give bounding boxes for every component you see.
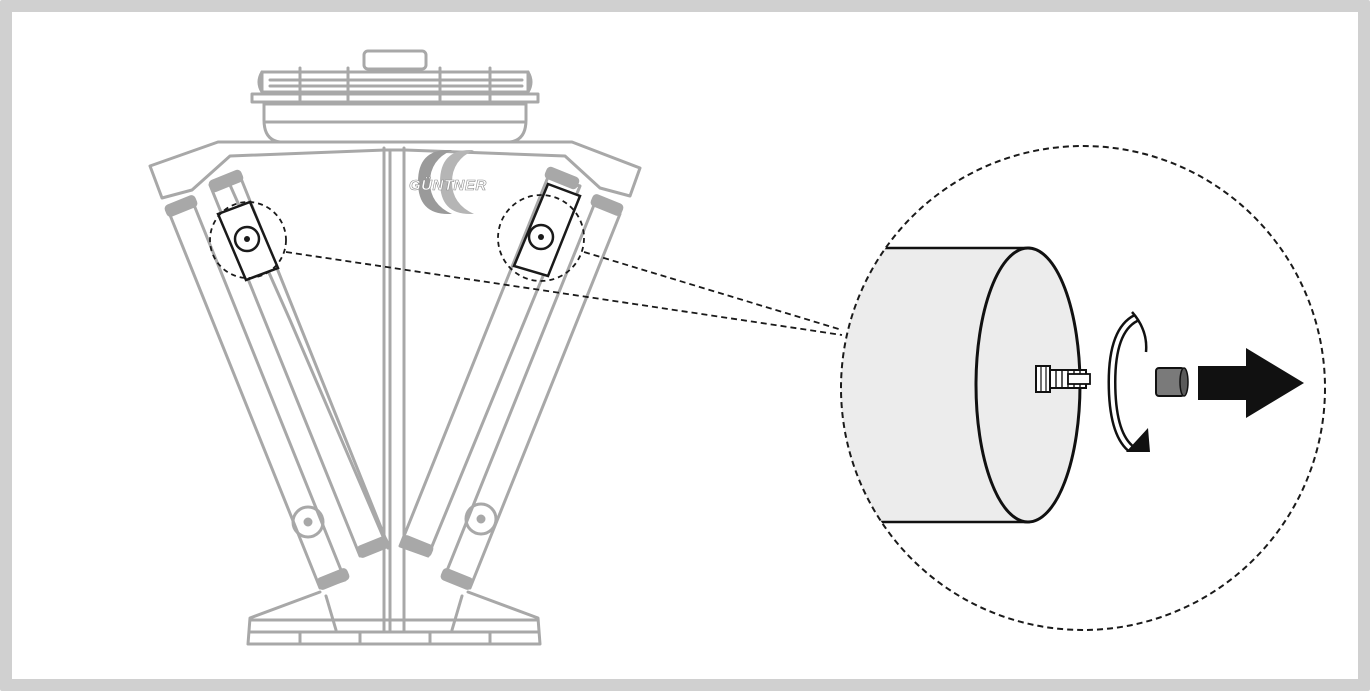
highlighted-valve-left [209,200,287,282]
frame-top [148,140,642,634]
callout-leader-lines [285,251,843,336]
rotate-arrow-icon [1107,311,1150,452]
zoom-circle-border [840,145,1326,631]
pull-out-arrow-icon [1198,348,1304,418]
valve-cap [1155,367,1189,397]
header-pipe-body [841,248,1030,522]
vent-valve-stem [1035,365,1091,393]
fan-housing [250,49,540,144]
guntner-logo: GÜNTNER [409,150,487,214]
zoom-callout [840,145,1326,631]
highlighted-valve-right [497,182,585,282]
unit-base [246,590,542,646]
left-tubes [164,169,390,590]
brand-logo-text: GÜNTNER [409,177,487,194]
bottom-valves [291,502,498,539]
dry-cooler-unit [148,49,642,646]
right-tubes [398,166,624,590]
